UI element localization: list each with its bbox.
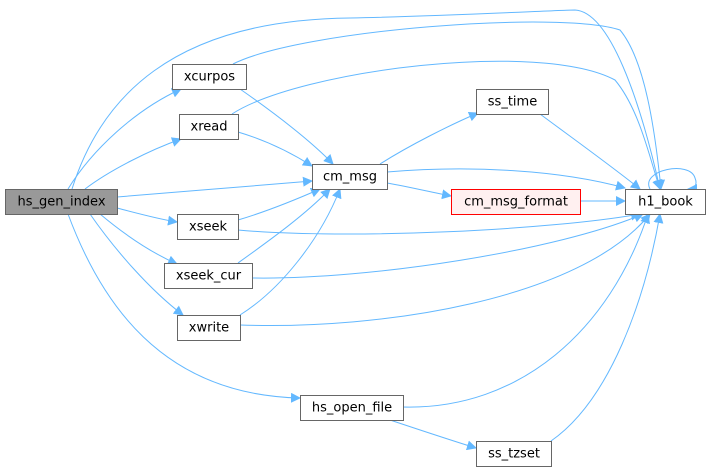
edge-xcurpos-to-h1_book	[232, 21, 666, 190]
node-box-ss_time	[476, 89, 549, 115]
node-hs_open_file[interactable]: hs_open_file	[300, 395, 404, 421]
edge-hs_open_file-to-h1_book	[402, 213, 650, 408]
node-ss_time[interactable]: ss_time	[476, 89, 549, 115]
node-box-cm_msg	[312, 164, 388, 190]
node-label-xwrite: xwrite	[189, 321, 229, 336]
edge-hs_gen_index-to-h1_book	[71, 9, 663, 190]
node-ss_tzset[interactable]: ss_tzset	[476, 441, 552, 467]
node-label-ss_time: ss_time	[488, 95, 537, 110]
edge-cm_msg-to-cm_msg_format	[386, 182, 452, 200]
node-label-xcurpos: xcurpos	[184, 70, 235, 85]
node-label-xseek_cur: xseek_cur	[176, 269, 242, 284]
node-xcurpos[interactable]: xcurpos	[172, 64, 247, 90]
edge-xseek-to-h1_book	[237, 210, 641, 235]
node-h1_book[interactable]: h1_book	[625, 189, 706, 215]
edge-hs_gen_index-to-hs_open_file	[67, 213, 301, 403]
node-box-xseek	[177, 214, 239, 240]
node-box-hs_gen_index	[5, 189, 118, 215]
node-box-xwrite	[177, 315, 241, 341]
edge-hs_open_file-to-ss_tzset	[389, 419, 477, 451]
node-label-xseek: xseek	[189, 220, 227, 235]
node-label-ss_tzset: ss_tzset	[488, 447, 540, 462]
edge-xseek_cur-to-cm_msg	[237, 188, 331, 264]
node-cm_msg_format[interactable]: cm_msg_format	[451, 189, 581, 215]
edge-xread-to-cm_msg	[237, 131, 313, 167]
edge-hs_gen_index-to-xseek	[116, 207, 178, 226]
node-xseek[interactable]: xseek	[177, 214, 239, 240]
edge-xwrite-to-cm_msg	[239, 188, 342, 316]
edge-h1_book-to-h1_book	[648, 168, 698, 194]
edge-hs_gen_index-to-cm_msg	[116, 176, 313, 198]
node-cm_msg[interactable]: cm_msg	[312, 164, 388, 190]
edge-ss_time-to-h1_book	[539, 113, 641, 190]
node-box-cm_msg_format	[451, 189, 581, 215]
node-label-h1_book: h1_book	[638, 195, 693, 210]
node-box-h1_book	[625, 189, 706, 215]
node-xread[interactable]: xread	[179, 114, 239, 140]
node-label-hs_gen_index: hs_gen_index	[17, 195, 105, 210]
node-box-hs_open_file	[300, 395, 404, 421]
node-label-xread: xread	[191, 120, 228, 135]
node-box-xseek_cur	[164, 263, 253, 289]
edge-cm_msg-to-ss_time	[379, 111, 479, 165]
node-box-ss_tzset	[476, 441, 552, 467]
edge-hs_gen_index-to-xwrite	[89, 213, 184, 316]
edge-xcurpos-to-cm_msg	[239, 88, 334, 165]
edge-xread-to-h1_book	[231, 60, 662, 190]
node-box-xread	[179, 114, 239, 140]
edge-hs_gen_index-to-xseek_cur	[99, 213, 178, 265]
edge-hs_gen_index-to-xcurpos	[67, 88, 182, 190]
edge-xseek-to-cm_msg	[237, 188, 321, 221]
edge-ss_tzset-to-h1_book	[550, 213, 664, 442]
node-xseek_cur[interactable]: xseek_cur	[164, 263, 253, 289]
node-label-cm_msg_format: cm_msg_format	[464, 195, 568, 210]
edge-xseek_cur-to-h1_book	[251, 212, 644, 279]
node-xwrite[interactable]: xwrite	[177, 315, 241, 341]
node-hs_gen_index[interactable]: hs_gen_index	[5, 189, 118, 215]
edges-layer	[67, 9, 698, 451]
node-box-xcurpos	[172, 64, 247, 90]
edge-hs_gen_index-to-xread	[84, 137, 182, 190]
nodes-layer: hs_gen_index xcurpos xread xseek xseek_curxw…	[5, 64, 706, 467]
edge-cm_msg-to-h1_book	[386, 168, 626, 191]
node-label-hs_open_file: hs_open_file	[312, 401, 392, 416]
node-label-cm_msg: cm_msg	[323, 170, 377, 185]
edge-xwrite-to-h1_book	[239, 213, 651, 326]
